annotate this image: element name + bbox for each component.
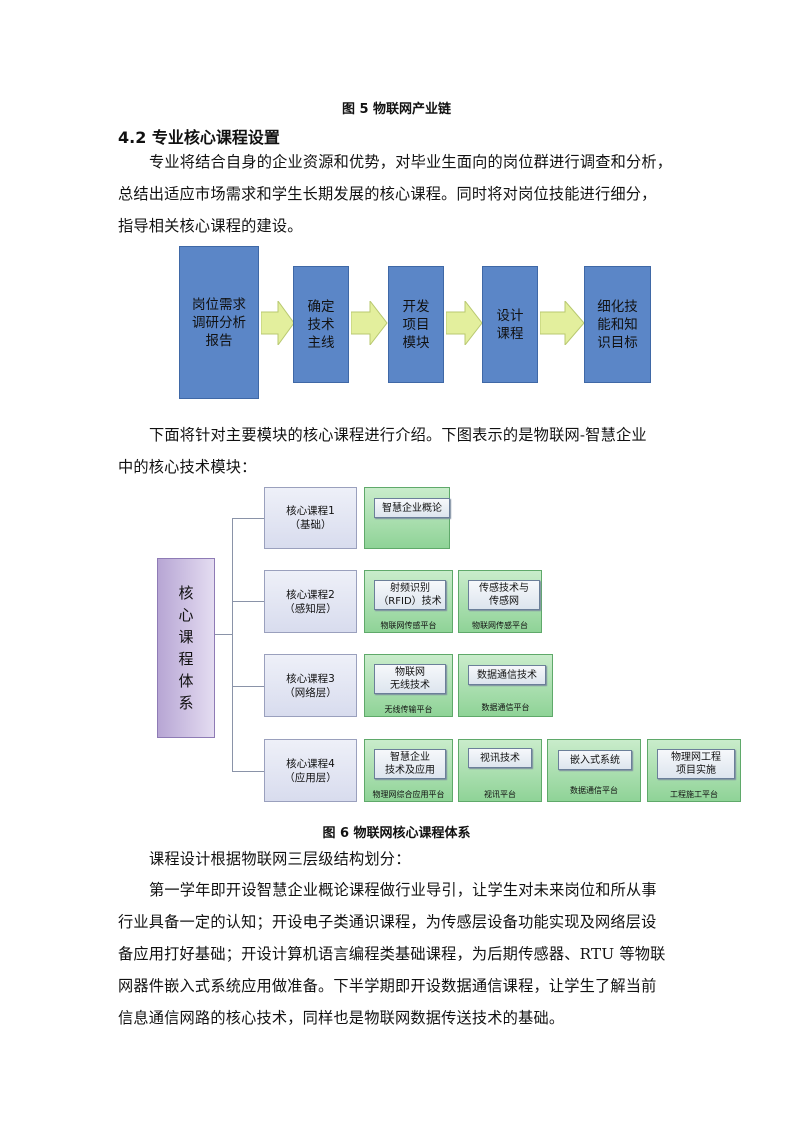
intro-paragraph: 专业将结合自身的企业资源和优势，对毕业生面向的岗位群进行调查和分析， 总结出适应…	[118, 146, 688, 242]
first-year-paragraph: 第一学年即开设智慧企业概论课程做行业导引，让学生对未来岗位和所从事 行业具备一定…	[118, 874, 693, 1034]
figure-6-caption: 图 6 物联网核心课程体系	[322, 826, 471, 841]
course-chip: 物理网工程 项目实施	[657, 749, 735, 779]
course-chip: 数据通信技术	[468, 665, 546, 685]
flow-step-4: 设计 课程	[482, 266, 538, 383]
course-chip: 传感技术与 传感网	[468, 580, 540, 610]
paragraph-line: 课程设计根据物联网三层级结构划分：	[149, 850, 411, 868]
connector-line	[232, 518, 233, 772]
paragraph-line: 总结出适应市场需求和学生长期发展的核心课程。同时将对岗位技能进行细分，	[118, 185, 657, 203]
connector-line	[215, 634, 233, 635]
paragraph-line: 信息通信网路的核心技术，同样也是物联网数据传送技术的基础。	[118, 1009, 565, 1027]
core-course-2: 核心课程2 （感知层）	[264, 570, 357, 633]
flow-arrow-icon	[540, 301, 585, 345]
course-system-box: 核心课程体系	[157, 558, 215, 738]
paragraph-line: 下面将针对主要模块的核心课程进行介绍。下图表示的是物联网-智慧企业	[149, 426, 647, 444]
platform-panel: 智慧企业 技术及应用 物理网综合应用平台	[364, 739, 453, 802]
platform-label: 无线传输平台	[384, 705, 433, 714]
platform-label: 工程施工平台	[670, 790, 718, 799]
flow-arrow-icon	[446, 301, 483, 345]
core-course-3: 核心课程3 （网络层）	[264, 654, 357, 717]
course-system-label: 核心课程体系	[178, 584, 194, 712]
flow-arrow-icon	[351, 301, 388, 345]
section-heading: 4.2 专业核心课程设置	[118, 128, 280, 147]
course-chip: 物联网 无线技术	[374, 664, 446, 694]
connector-line	[232, 686, 264, 687]
flow-step-1: 岗位需求 调研分析 报告	[179, 246, 259, 399]
platform-label: 视讯平台	[484, 790, 516, 799]
course-chip: 视讯技术	[468, 748, 532, 768]
course-chip: 智慧企业 技术及应用	[374, 749, 446, 779]
platform-panel: 传感技术与 传感网 物联网传感平台	[458, 570, 542, 633]
platform-label: 物联网传感平台	[380, 621, 437, 630]
flow-arrow-icon	[261, 301, 295, 345]
paragraph-line: 网器件嵌入式系统应用做准备。下半学期即开设数据通信课程，让学生了解当前	[118, 977, 657, 995]
platform-panel: 嵌入式系统 数据通信平台	[547, 739, 641, 802]
platform-label: 物理网综合应用平台	[372, 790, 445, 799]
course-chip: 智慧企业概论	[374, 498, 450, 518]
paragraph-line: 行业具备一定的认知；开设电子类通识课程，为传感层设备功能实现及网络层设	[118, 913, 657, 931]
platform-label: 数据通信平台	[570, 786, 618, 795]
platform-panel: 物理网工程 项目实施 工程施工平台	[647, 739, 741, 802]
flow-step-5: 细化技 能和知 识目标	[584, 266, 651, 383]
platform-panel: 视讯技术 视讯平台	[458, 739, 542, 802]
connector-line	[232, 771, 264, 772]
platform-panel: 射频识别 （RFID）技术 物联网传感平台	[364, 570, 453, 633]
figure-5-caption: 图 5 物联网产业链	[341, 102, 452, 117]
platform-panel: 物联网 无线技术 无线传输平台	[364, 654, 453, 717]
paragraph-line: 备应用打好基础；开设计算机语言编程类基础课程，为后期传感器、RTU 等物联	[118, 945, 666, 963]
paragraph-line: 指导相关核心课程的建设。	[118, 217, 303, 235]
course-design-paragraph: 课程设计根据物联网三层级结构划分：	[118, 843, 688, 875]
platform-panel: 智慧企业概论	[364, 487, 450, 549]
core-course-1: 核心课程1 （基础）	[264, 487, 357, 549]
core-course-4: 核心课程4 （应用层）	[264, 739, 357, 802]
platform-label: 数据通信平台	[481, 703, 530, 712]
diagram-intro-paragraph: 下面将针对主要模块的核心课程进行介绍。下图表示的是物联网-智慧企业 中的核心技术…	[118, 419, 688, 483]
connector-line	[232, 518, 264, 519]
platform-panel: 数据通信技术 数据通信平台	[458, 654, 553, 717]
flow-step-3: 开发 项目 模块	[388, 266, 444, 383]
flow-step-2: 确定 技术 主线	[293, 266, 349, 383]
course-chip: 嵌入式系统	[558, 750, 632, 770]
paragraph-line: 专业将结合自身的企业资源和优势，对毕业生面向的岗位群进行调查和分析，	[149, 153, 673, 171]
course-chip: 射频识别 （RFID）技术	[374, 580, 446, 610]
platform-label: 物联网传感平台	[472, 621, 528, 630]
connector-line	[232, 601, 264, 602]
paragraph-line: 中的核心技术模块：	[118, 458, 257, 476]
paragraph-line: 第一学年即开设智慧企业概论课程做行业导引，让学生对未来岗位和所从事	[149, 881, 657, 899]
